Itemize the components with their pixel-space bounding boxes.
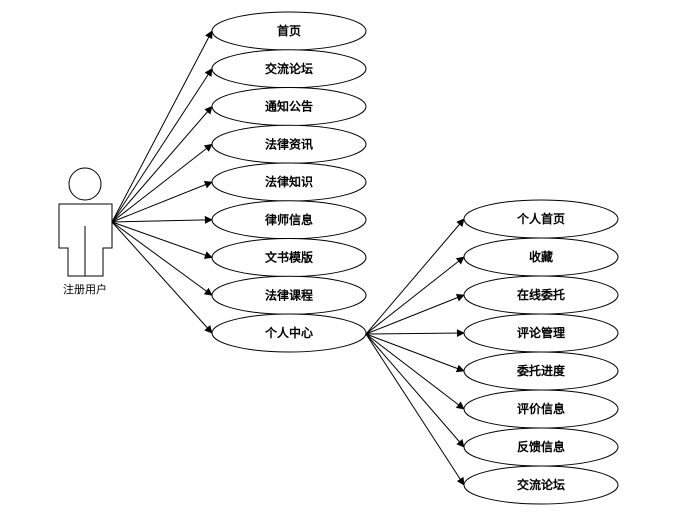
use-case-label: 法律知识 xyxy=(265,174,313,189)
use-case-online-commission[interactable]: 在线委托 xyxy=(463,275,619,315)
use-case-label: 文书模版 xyxy=(265,250,313,265)
use-case-label: 反馈信息 xyxy=(517,439,565,454)
use-case-label: 首页 xyxy=(277,23,301,38)
arrow-to-comment-management xyxy=(365,329,465,338)
arrow-to-personal-center xyxy=(111,221,213,334)
use-case-law-news[interactable]: 法律资讯 xyxy=(211,124,367,164)
arrow-to-law-courses xyxy=(111,221,213,296)
use-case-favorites[interactable]: 收藏 xyxy=(463,237,619,277)
use-case-review-info[interactable]: 评价信息 xyxy=(463,389,619,429)
use-case-ellipse xyxy=(211,313,367,353)
arrow-to-commission-progress xyxy=(365,333,465,373)
use-case-law-knowledge[interactable]: 法律知识 xyxy=(211,162,367,202)
use-case-lawyer-info[interactable]: 律师信息 xyxy=(211,200,367,240)
arrow-to-doc-templates xyxy=(111,221,213,259)
actor-body xyxy=(58,203,113,277)
use-case-label: 在线委托 xyxy=(517,287,565,302)
arrow-to-law-news xyxy=(111,143,213,223)
association-arrows xyxy=(111,30,465,486)
use-case-label: 律师信息 xyxy=(265,212,313,227)
use-case-doc-templates[interactable]: 文书模版 xyxy=(211,238,367,277)
use-case-label: 委托进度 xyxy=(516,363,566,378)
use-case-label: 评论管理 xyxy=(517,325,565,340)
arrow-to-lawyer-info xyxy=(111,215,213,224)
arrow-to-feedback-info xyxy=(365,333,465,448)
use-case-forum[interactable]: 交流论坛 xyxy=(211,49,367,89)
use-case-label: 个人首页 xyxy=(516,211,565,226)
use-case-comment-management[interactable]: 评论管理 xyxy=(463,313,619,353)
use-case-feedback-info[interactable]: 反馈信息 xyxy=(463,427,619,467)
arrow-to-law-knowledge xyxy=(111,180,213,223)
use-case-notice[interactable]: 通知公告 xyxy=(211,87,367,126)
use-case-law-courses[interactable]: 法律课程 xyxy=(211,275,367,315)
use-case-commission-progress[interactable]: 委托进度 xyxy=(463,351,619,391)
use-case-personal-center[interactable]: 个人中心 xyxy=(211,313,367,353)
use-case-ellipse xyxy=(463,465,619,505)
use-case-label: 收藏 xyxy=(529,249,553,264)
use-case-label: 交流论坛 xyxy=(265,61,313,76)
use-case-label: 个人中心 xyxy=(264,325,313,340)
arrow-to-favorites xyxy=(365,256,465,335)
arrow-to-online-commission xyxy=(365,293,465,335)
actor-label: 注册用户 xyxy=(63,282,107,296)
use-case-label: 法律资讯 xyxy=(265,136,313,151)
use-case-label: 法律课程 xyxy=(265,287,313,302)
arrow-to-notice xyxy=(111,105,213,223)
use-case-forum-2[interactable]: 交流论坛 xyxy=(463,465,619,505)
use-case-home[interactable]: 首页 xyxy=(211,11,367,51)
arrow-to-home xyxy=(111,30,213,223)
use-case-label: 评价信息 xyxy=(517,401,565,416)
arrow-to-personal-home xyxy=(365,218,465,335)
arrow-to-forum-2 xyxy=(365,333,465,486)
arrow-to-review-info xyxy=(365,333,465,410)
actor-registered-user[interactable]: 注册用户 xyxy=(58,167,113,296)
actor-head xyxy=(68,167,102,201)
use-case-label: 交流论坛 xyxy=(517,477,565,492)
use-case-label: 通知公告 xyxy=(265,99,313,114)
arrow-to-forum xyxy=(111,68,213,223)
use-case-personal-home[interactable]: 个人首页 xyxy=(463,199,619,239)
